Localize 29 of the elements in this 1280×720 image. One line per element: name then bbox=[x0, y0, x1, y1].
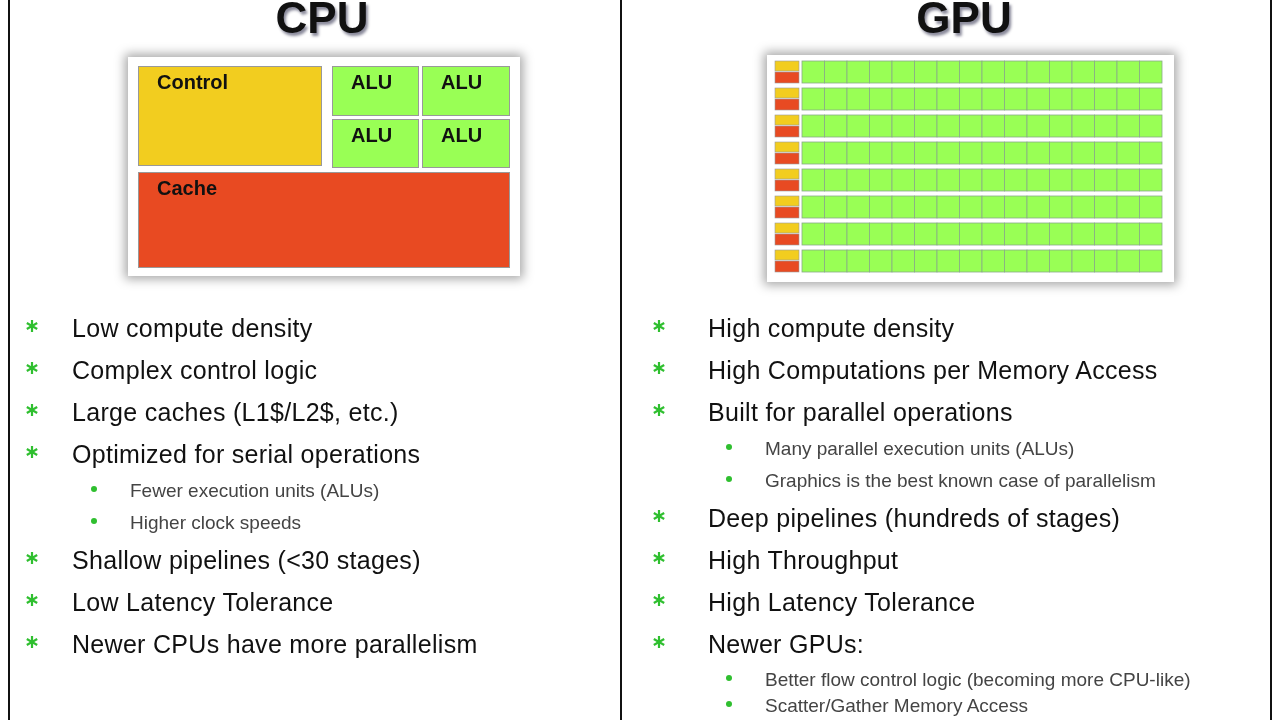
bullet-text: Optimized for serial operations bbox=[72, 439, 421, 469]
alu-block: ALU bbox=[422, 66, 510, 116]
alu-block: ALU bbox=[332, 66, 419, 116]
bullet-text: Low Latency Tolerance bbox=[72, 587, 334, 617]
alu-block: ALU bbox=[332, 119, 419, 168]
bullet-text: Shallow pipelines (<30 stages) bbox=[72, 545, 421, 575]
sub-bullet-text: Many parallel execution units (ALUs) bbox=[765, 437, 1075, 461]
chip-diagram bbox=[128, 57, 520, 276]
bullet-text: High Latency Tolerance bbox=[708, 587, 976, 617]
cache-block: Cache bbox=[138, 172, 510, 268]
heading: GPU bbox=[916, 0, 1012, 40]
bullet-text: Large caches (L1$/L2$, etc.) bbox=[72, 397, 399, 427]
bullet-text: High compute density bbox=[708, 313, 955, 343]
bullet-text: Complex control logic bbox=[72, 355, 318, 385]
sub-bullet-text: Higher clock speeds bbox=[130, 511, 302, 535]
sub-bullet-text: Scatter/Gather Memory Access bbox=[765, 694, 1028, 718]
bullet-text: Deep pipelines (hundreds of stages) bbox=[708, 503, 1121, 533]
bullet-text: Newer CPUs have more parallelism bbox=[72, 629, 478, 659]
alu-block: ALU bbox=[422, 119, 510, 168]
sub-bullet-text: Graphics is the best known case of parallelism bbox=[765, 469, 1156, 493]
sub-bullet-text: Fewer execution units (ALUs) bbox=[130, 479, 380, 503]
heading: CPU bbox=[275, 0, 369, 40]
bullet-text: Newer GPUs: bbox=[708, 629, 865, 659]
bullet-text: High Throughput bbox=[708, 545, 899, 575]
bullet-text: Built for parallel operations bbox=[708, 397, 1013, 427]
control-block: Control bbox=[138, 66, 322, 166]
sub-bullet-text: Better flow control logic (becoming more CPU-like) bbox=[765, 668, 1191, 692]
bullet-text: High Computations per Memory Access bbox=[708, 355, 1158, 385]
bullet-text: Low compute density bbox=[72, 313, 313, 343]
